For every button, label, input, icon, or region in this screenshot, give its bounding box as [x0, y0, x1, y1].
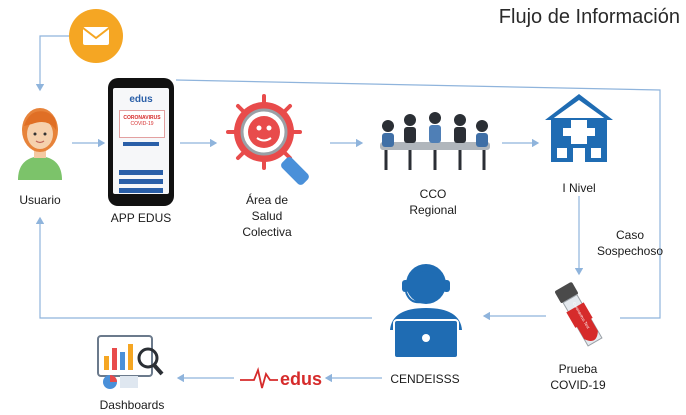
hospital-icon — [545, 94, 613, 162]
label-usuario: Usuario — [19, 193, 61, 207]
label-dashboards: Dashboards — [99, 398, 165, 412]
label-cco-line2: Regional — [409, 203, 457, 217]
arrow-app-to-right — [175, 79, 661, 319]
arrow-cendeisss-to-usuario — [35, 216, 372, 319]
label-cco-line1: CCO — [419, 187, 447, 201]
label-area-line3: Colectiva — [242, 225, 292, 239]
envelope-icon — [69, 9, 123, 63]
phone-button — [123, 142, 159, 146]
virus-magnifier-icon — [226, 94, 309, 185]
phone-screen: edus CORONAVIRUS COVID-19 — [113, 88, 169, 194]
phone-banner-sub: COVID-19 — [130, 121, 154, 127]
label-inivel: I Nivel — [562, 181, 596, 195]
label-area-line2: Salud — [251, 209, 283, 223]
user-avatar-icon — [18, 108, 62, 180]
label-app-edus: APP EDUS — [110, 211, 172, 225]
phone-brand: edus — [129, 94, 153, 105]
label-cendeisss: CENDEISSS — [390, 372, 460, 386]
arrow-envelope-to-usuario — [35, 35, 70, 92]
label-area-line1: Área de — [245, 193, 289, 207]
label-caso-line1: Caso — [615, 228, 644, 242]
test-tube-icon: Coronavirus Test — [555, 282, 603, 347]
edus-logo: edus — [240, 366, 322, 389]
phone-button — [119, 179, 163, 184]
label-prueba-line1: Prueba — [558, 362, 598, 376]
operator-headset-icon — [390, 264, 462, 359]
label-prueba-line2: COVID-19 — [550, 378, 606, 392]
edus-logo-text: edus — [280, 369, 322, 389]
phone-banner: CORONAVIRUS — [123, 115, 161, 121]
phone-mockup: edus CORONAVIRUS COVID-19 — [108, 78, 174, 206]
label-caso-line2: Sospechoso — [596, 244, 664, 258]
phone-button — [119, 188, 163, 193]
dashboard-icon — [97, 335, 164, 389]
diagram-title: Flujo de Información — [498, 6, 680, 28]
phone-banner-box: CORONAVIRUS COVID-19 — [119, 110, 165, 138]
phone-button — [119, 170, 163, 175]
meeting-team-icon — [380, 112, 490, 170]
